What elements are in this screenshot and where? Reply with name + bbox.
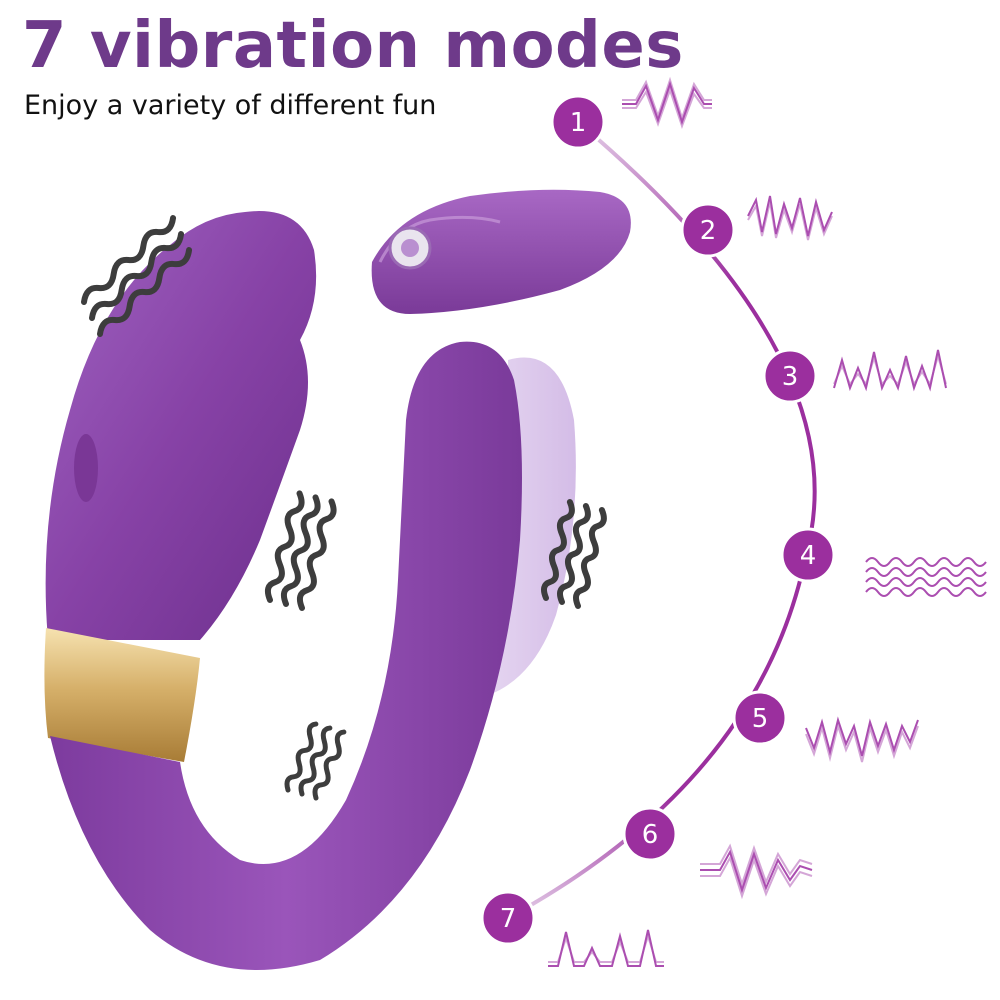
mode-number: 4 bbox=[800, 541, 817, 571]
mode-badge-7: 7 bbox=[480, 890, 536, 946]
mode-number: 2 bbox=[700, 216, 717, 246]
waveform-icon-mode-5 bbox=[805, 716, 919, 763]
mode-badge-2: 2 bbox=[680, 202, 736, 258]
mode-number: 6 bbox=[642, 820, 659, 850]
mode-number: 3 bbox=[782, 362, 799, 392]
mode-number: 1 bbox=[570, 108, 587, 138]
page-subtitle: Enjoy a variety of different fun bbox=[24, 90, 437, 121]
mode-badge-1: 1 bbox=[550, 94, 606, 150]
power-button bbox=[74, 434, 98, 502]
mode-badge-4: 4 bbox=[780, 527, 836, 583]
waveform-icon-mode-2 bbox=[747, 195, 833, 241]
waveform-icon-mode-1 bbox=[622, 76, 712, 129]
vibration-waves-icon bbox=[540, 498, 607, 609]
waveform-icon-mode-3 bbox=[833, 349, 947, 392]
gold-ring bbox=[44, 628, 201, 762]
vibration-waves-icon bbox=[81, 215, 193, 337]
mode-badge-5: 5 bbox=[732, 690, 788, 746]
mode-number: 5 bbox=[752, 704, 769, 734]
device-flexible-arm bbox=[50, 341, 522, 970]
waveform-icon-mode-6 bbox=[700, 843, 813, 900]
waveform-icon-mode-4 bbox=[865, 557, 987, 597]
vibration-waves-icon bbox=[284, 721, 347, 801]
page-title: 7 vibration modes bbox=[22, 9, 684, 83]
mode-badge-6: 6 bbox=[622, 806, 678, 862]
mode-number: 7 bbox=[500, 904, 517, 934]
device-main-body bbox=[45, 211, 317, 641]
remote-control bbox=[371, 189, 631, 314]
vibration-waves-icon bbox=[264, 490, 337, 611]
waveform-icon-mode-7 bbox=[548, 929, 664, 967]
mode-badge-3: 3 bbox=[762, 348, 818, 404]
